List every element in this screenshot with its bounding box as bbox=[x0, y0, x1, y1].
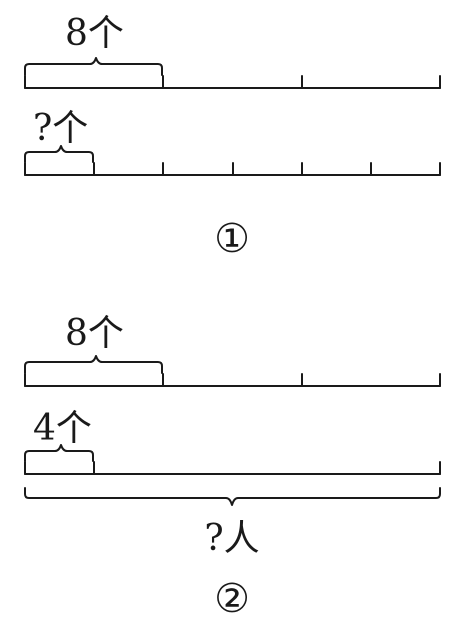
diagram1-top-brace bbox=[24, 57, 163, 76]
diagram1-bottom-segment-line bbox=[24, 162, 441, 176]
diagram1-bottom-label: ?个 bbox=[33, 108, 88, 149]
diagram2-total-brace bbox=[24, 487, 441, 506]
diagram2-caption: ② bbox=[214, 576, 250, 622]
diagram1-top-label: 8个 bbox=[65, 13, 124, 54]
diagram2-bottom-segment-line bbox=[24, 461, 441, 475]
diagram2-top-segment-line bbox=[24, 373, 441, 387]
diagram2-total-label: ?人 bbox=[204, 518, 259, 559]
diagram2-top-label: 8个 bbox=[65, 313, 124, 354]
diagram1-caption: ① bbox=[214, 216, 250, 262]
diagram-1: 8个 ?个 ① bbox=[24, 13, 441, 262]
diagram2-bottom-brace bbox=[24, 444, 94, 462]
diagram1-top-segment-line bbox=[24, 75, 441, 89]
diagram2-bottom-label: 4个 bbox=[33, 408, 92, 449]
diagram1-bottom-brace bbox=[24, 145, 94, 163]
diagram2-top-brace bbox=[24, 355, 163, 374]
diagram-2: 8个 4个 ?人 ② bbox=[24, 313, 441, 622]
